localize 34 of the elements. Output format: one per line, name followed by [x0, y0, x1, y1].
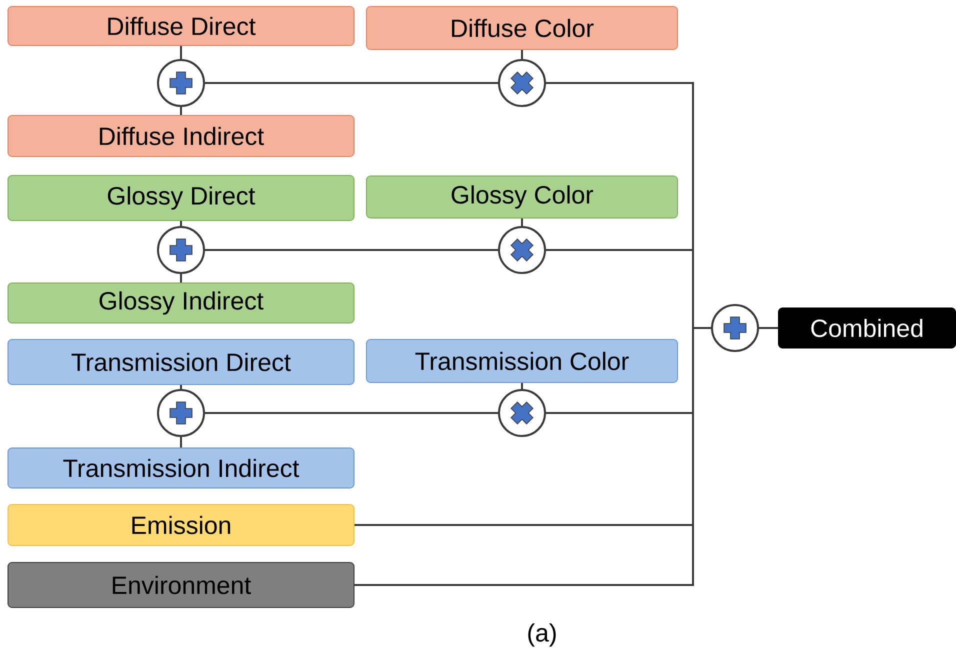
process-box: Glossy Direct — [8, 175, 354, 221]
connector-line — [180, 46, 182, 59]
plus-operator-circle — [711, 304, 759, 352]
connector-line — [521, 383, 523, 389]
plus-operator-circle — [157, 226, 205, 274]
multiply-operator-circle — [498, 59, 546, 107]
process-box: Diffuse Indirect — [8, 115, 354, 157]
connector-line — [205, 412, 498, 414]
multiply-operator-circle — [498, 226, 546, 274]
connector-line — [180, 437, 182, 448]
process-box: Transmission Direct — [8, 339, 354, 385]
connector-line — [180, 385, 182, 389]
connector-line — [521, 218, 523, 226]
process-box: Transmission Color — [366, 339, 678, 383]
plus-operator-circle — [157, 59, 205, 107]
process-box: Glossy Color — [366, 176, 678, 218]
connector-line — [205, 82, 498, 84]
process-box: Environment — [8, 562, 354, 608]
connector-line — [205, 249, 498, 251]
process-box: Glossy Indirect — [8, 282, 354, 324]
connector-line — [180, 274, 182, 282]
connector-line — [759, 327, 778, 329]
connector-line — [521, 50, 523, 59]
caption: (a) — [528, 623, 556, 647]
process-box: Diffuse Color — [366, 6, 678, 50]
process-box: Transmission Indirect — [8, 448, 354, 488]
connector-line — [354, 327, 711, 586]
connector-line — [180, 221, 182, 226]
plus-operator-circle — [157, 389, 205, 437]
label-box: Combined — [778, 308, 956, 348]
connector-line — [180, 107, 182, 115]
process-box: Emission — [8, 504, 354, 546]
multiply-operator-circle — [498, 389, 546, 437]
process-box: Diffuse Direct — [8, 6, 354, 46]
